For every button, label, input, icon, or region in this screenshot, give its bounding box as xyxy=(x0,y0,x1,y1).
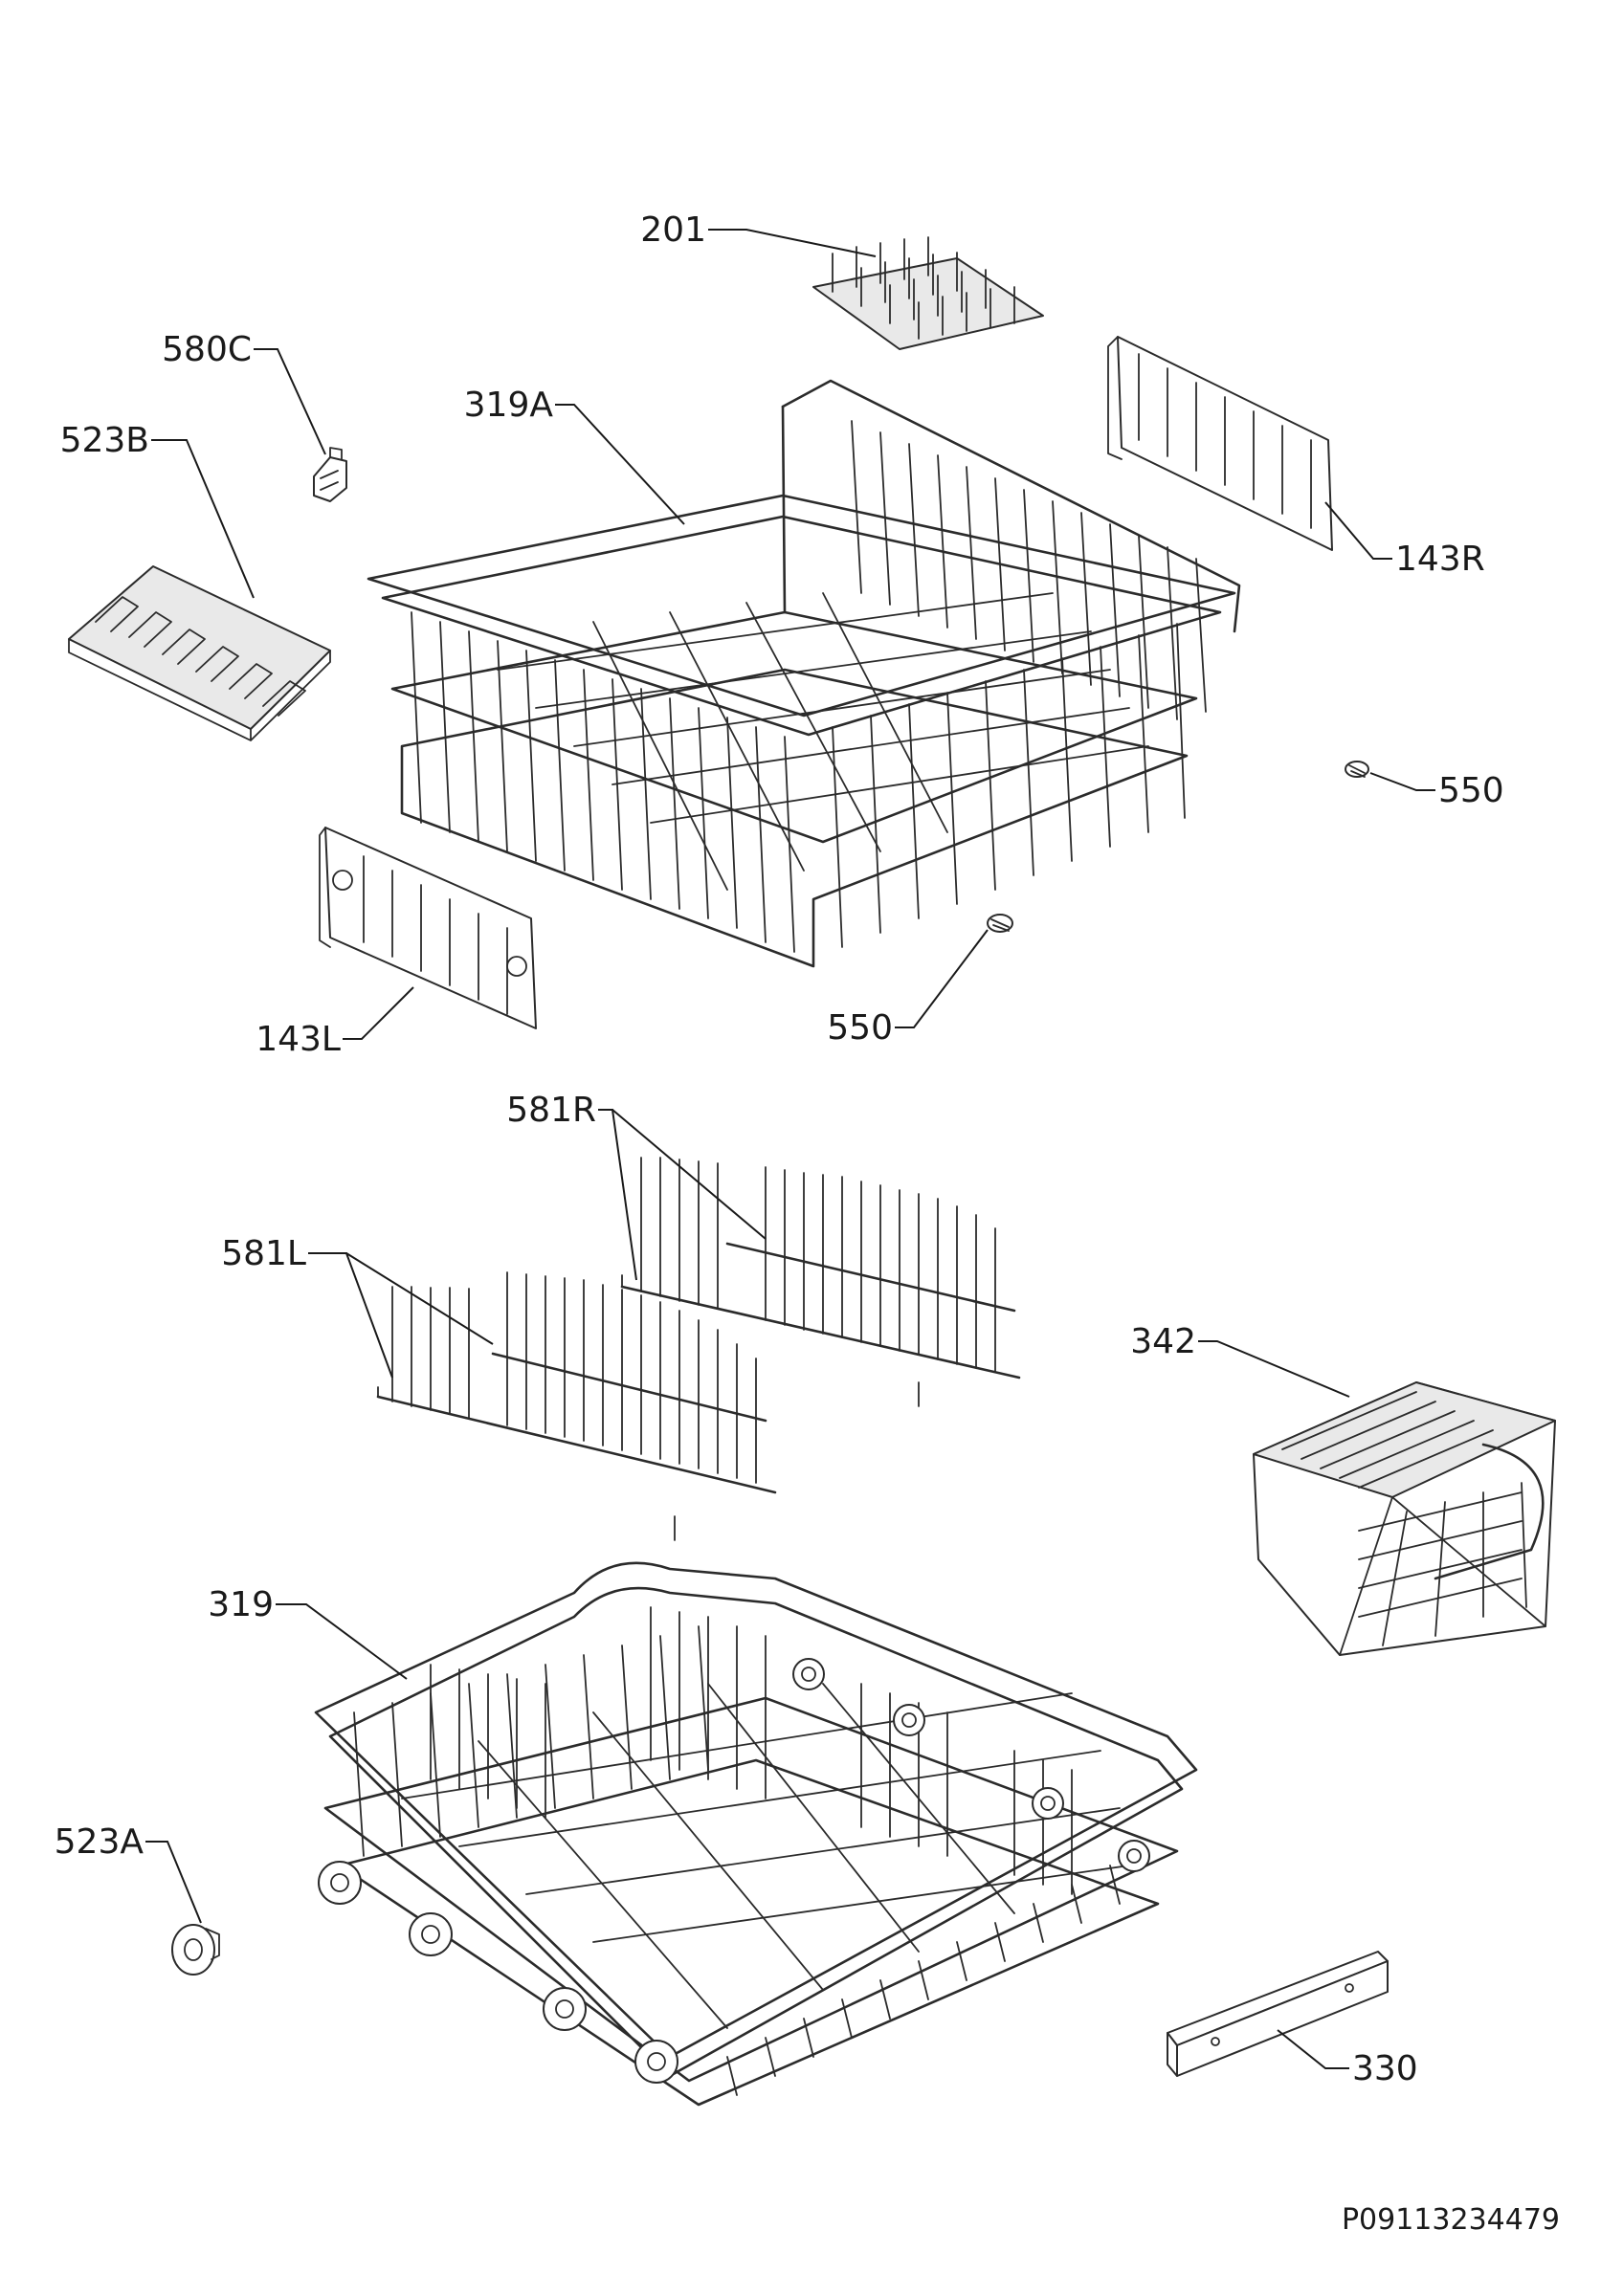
part-580C-clip xyxy=(313,447,347,502)
part-523A-wheel xyxy=(171,1924,220,1976)
label-523A: 523A xyxy=(55,1822,145,1862)
leader-523A xyxy=(145,1841,202,1924)
label-143L: 143L xyxy=(256,1020,341,1059)
label-550-right: 550 xyxy=(1438,771,1504,810)
leader-580C xyxy=(254,348,326,455)
label-143R: 143R xyxy=(1395,540,1485,579)
leader-581L-b xyxy=(345,1252,494,1345)
part-581L-folding-tines xyxy=(376,1271,777,1541)
leader-201 xyxy=(708,229,877,257)
leader-330 xyxy=(1277,2029,1349,2069)
leader-550-right xyxy=(1369,772,1435,791)
part-581R-folding-tines xyxy=(620,1157,1021,1407)
leader-550-center xyxy=(895,929,989,1028)
part-330-bar xyxy=(1167,1951,1389,2077)
label-550-center: 550 xyxy=(827,1008,893,1048)
part-550-roller-center xyxy=(987,914,1013,933)
document-id: P09113234479 xyxy=(1342,2203,1560,2237)
label-581L: 581L xyxy=(221,1234,306,1273)
label-319A: 319A xyxy=(464,386,554,425)
leader-319 xyxy=(276,1603,408,1680)
part-550-roller-right xyxy=(1345,761,1369,778)
callout-labels: 201 580C 319A 523B 143R 550 143L 550 581… xyxy=(55,210,1504,2088)
label-523B: 523B xyxy=(60,421,149,460)
part-319A-upper-basket xyxy=(367,379,1241,968)
part-319-lower-basket xyxy=(314,1561,1198,2107)
part-143L-rail xyxy=(319,827,537,1029)
part-143R-rail xyxy=(1107,336,1333,551)
leader-581L-a xyxy=(308,1252,393,1379)
part-523B-folding-insert xyxy=(68,565,331,741)
leader-319A xyxy=(555,404,685,525)
label-581R: 581R xyxy=(506,1091,596,1130)
leader-581R-a xyxy=(598,1109,637,1281)
label-580C: 580C xyxy=(162,330,252,369)
leader-143R xyxy=(1324,501,1392,560)
part-342-cutlery-basket xyxy=(1253,1381,1556,1656)
leader-581R-b xyxy=(611,1109,767,1240)
label-342: 342 xyxy=(1130,1322,1196,1361)
label-201: 201 xyxy=(640,210,706,250)
leader-342 xyxy=(1198,1340,1350,1398)
label-330: 330 xyxy=(1352,2049,1418,2088)
leader-143L xyxy=(343,986,414,1040)
part-201-tine-insert xyxy=(812,236,1044,350)
leader-lines xyxy=(145,229,1435,2069)
leader-523B xyxy=(151,439,255,599)
label-319: 319 xyxy=(208,1585,274,1624)
lower-basket-wheels xyxy=(318,1658,1150,2084)
